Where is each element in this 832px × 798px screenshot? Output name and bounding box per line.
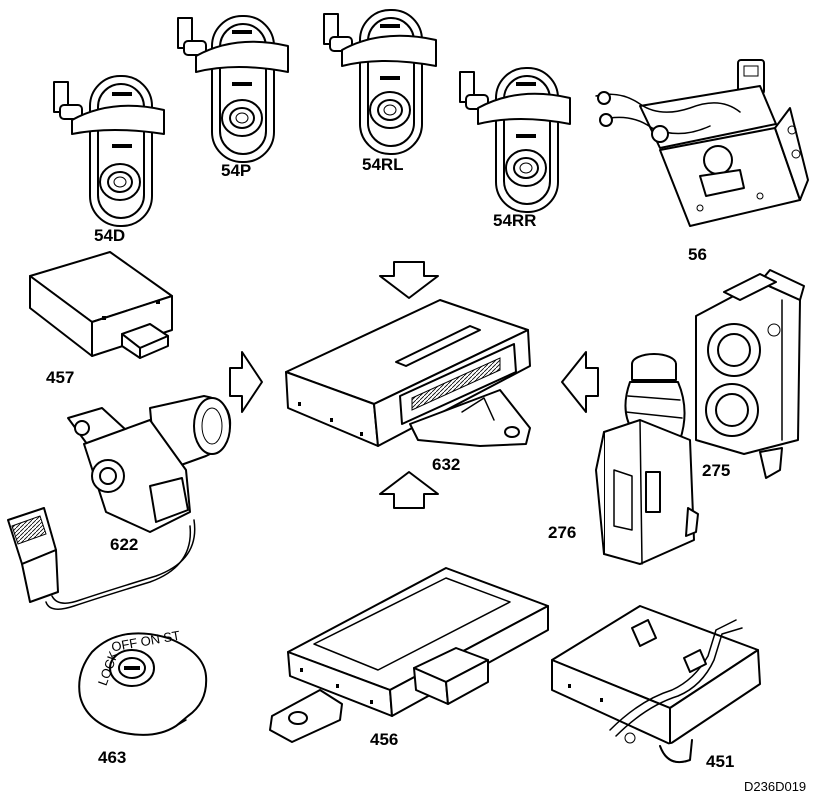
arrow-left-right <box>561 351 599 413</box>
sensor-276 <box>595 353 699 565</box>
label-463: 463 <box>98 748 126 767</box>
door-switch-54rr <box>459 67 571 213</box>
central-ecu-632 <box>285 299 531 447</box>
label-54p: 54P <box>221 161 251 180</box>
arrow-up-bottom <box>379 471 439 509</box>
label-54d: 54D <box>94 226 125 245</box>
label-276: 276 <box>548 523 576 542</box>
actuator-622 <box>7 395 232 610</box>
label-275: 275 <box>702 461 730 480</box>
ignition-switch-463: OFF ON ST LOCK <box>78 628 208 736</box>
label-622: 622 <box>110 535 138 554</box>
module-456 <box>269 567 549 743</box>
label-456: 456 <box>370 730 398 749</box>
arrow-down-top <box>379 261 439 299</box>
label-56: 56 <box>688 245 707 264</box>
reference-code: D236D019 <box>744 779 806 794</box>
label-54rl: 54RL <box>362 155 404 174</box>
label-451: 451 <box>706 752 734 771</box>
sensor-275 <box>695 269 805 479</box>
module-457 <box>29 251 173 359</box>
door-switch-54rl <box>323 9 437 155</box>
door-switch-54p <box>177 15 289 163</box>
label-457: 457 <box>46 368 74 387</box>
label-632: 632 <box>432 455 460 474</box>
arrow-right-left <box>229 351 263 413</box>
door-latch-56 <box>595 59 809 227</box>
label-54rr: 54RR <box>493 211 536 230</box>
module-451 <box>551 605 761 764</box>
door-switch-54d <box>53 75 165 227</box>
